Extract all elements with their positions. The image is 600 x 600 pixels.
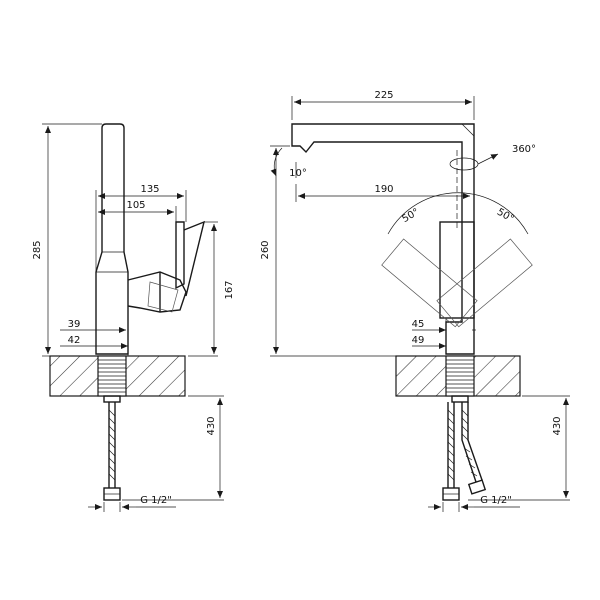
front-dim-45-label: 45 — [412, 319, 425, 330]
side-thread-label: G 1/2" — [140, 495, 172, 506]
faucet-body-side — [95, 123, 206, 355]
shank-nut-right — [451, 395, 469, 403]
front-rotation-360-label: 360° — [512, 144, 536, 155]
side-dim-39-label: 39 — [68, 319, 81, 330]
faucet-body-front — [270, 123, 533, 355]
front-width-225-label: 225 — [374, 90, 393, 101]
shank-threads-left — [98, 359, 126, 393]
front-angle-left-50-label: 50° — [400, 207, 421, 225]
side-height-167-label: 167 — [224, 280, 235, 299]
shank-threads-right — [446, 359, 474, 393]
side-height-285-label: 285 — [32, 240, 43, 259]
supply-hoses-right — [442, 402, 487, 501]
side-view: 285 135 105 167 39 42 430 G 1/2" — [32, 123, 235, 512]
side-width-105-label: 105 — [126, 200, 145, 211]
side-dimensions — [42, 123, 224, 512]
front-length-430-label: 430 — [552, 416, 563, 435]
front-dim-49-label: 49 — [412, 335, 425, 346]
front-angle-10-label: 10° — [289, 168, 307, 179]
supply-hose-left — [103, 402, 121, 501]
side-dim-42-label: 42 — [68, 335, 81, 346]
front-dimensions — [270, 96, 570, 512]
handle-ghost-left — [381, 238, 478, 328]
front-thread-label: G 1/2" — [480, 495, 512, 506]
front-angle-right-50-label: 50° — [495, 207, 516, 225]
front-view: 225 360° 10° 190 260 50° 50° 45 49 430 G… — [260, 90, 570, 512]
handle-ghost-right — [436, 238, 533, 328]
shank-nut-left — [103, 395, 121, 403]
side-length-430-label: 430 — [206, 416, 217, 435]
side-width-135-label: 135 — [140, 184, 159, 195]
front-reach-190-label: 190 — [374, 184, 393, 195]
front-height-260-label: 260 — [260, 240, 271, 259]
